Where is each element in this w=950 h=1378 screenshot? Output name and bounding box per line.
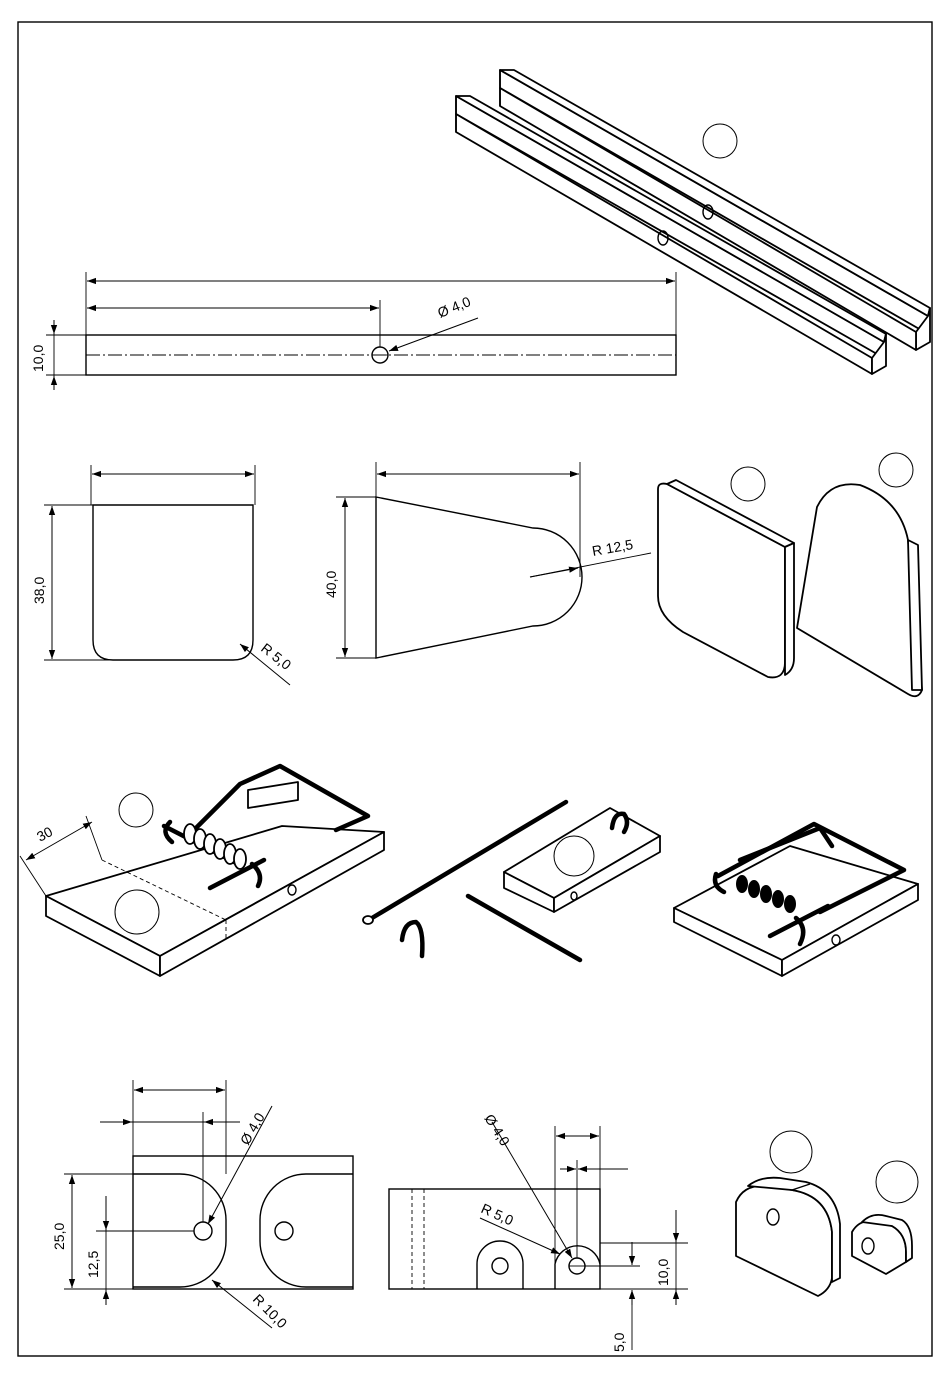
- rail-orthographic-view: Ø 4,0 10,0: [30, 272, 676, 390]
- block-orthographic-view: Ø 4,0 25,0 12,5 R 10,0: [51, 1080, 353, 1331]
- bracket-height-label: 10,0: [655, 1259, 671, 1286]
- rail-hole-label: Ø 4,0: [435, 293, 473, 321]
- lever-orthographic-view: 40,0 R 12,5: [323, 462, 651, 658]
- parts-number-bubble: [554, 836, 594, 876]
- plate-height-label: 38,0: [31, 577, 47, 604]
- plate-orthographic-view: 38,0 R 5,0: [31, 465, 295, 685]
- bracket-orthographic-view: Ø 4,0 R 5,0 10,0 5,0: [389, 1111, 688, 1352]
- block-height-label: 25,0: [51, 1223, 67, 1250]
- lever-radius-label: R 12,5: [591, 536, 635, 559]
- plates-isometric-view: [658, 453, 922, 696]
- block-bracket-isometric-view: [736, 1131, 918, 1296]
- exploded-parts-view: [363, 802, 660, 960]
- block-hole-label: Ø 4,0: [237, 1110, 268, 1148]
- bracket-number-bubble: [876, 1161, 918, 1203]
- plate-radius-label: R 5,0: [258, 640, 294, 673]
- block-number-bubble: [770, 1131, 812, 1173]
- assembly-number-bubble-upper: [119, 793, 153, 827]
- assembled-trap-isometric-view: [674, 824, 918, 976]
- block-radius-label: R 10,0: [250, 1291, 291, 1332]
- part-number-bubble: [703, 124, 737, 158]
- trap-offset-dimension: [26, 822, 92, 860]
- block-center-label: 12,5: [85, 1251, 101, 1278]
- block-hole-left: [194, 1222, 212, 1240]
- assembly-number-bubble-lower: [115, 890, 159, 934]
- lever-number-bubble: [879, 453, 913, 487]
- block-hole-right: [275, 1222, 293, 1240]
- lever-height-label: 40,0: [323, 571, 339, 598]
- bracket-radius-leader: [480, 1218, 560, 1254]
- plate-number-bubble: [731, 467, 765, 501]
- block-outline: [133, 1156, 353, 1289]
- rail-height-label: 10,0: [30, 345, 46, 372]
- lever-radius-leader: [530, 568, 578, 577]
- bracket-radius-label: R 5,0: [479, 1200, 516, 1228]
- plate-outline: [93, 505, 253, 660]
- lever-outline: [376, 497, 582, 658]
- bracket-offset-label: 5,0: [611, 1332, 627, 1352]
- trap-base-isometric-view: 30: [20, 766, 384, 976]
- rails-isometric-view: [456, 70, 930, 374]
- bracket-hole-label: Ø 4,0: [481, 1111, 513, 1149]
- trap-offset-label: 30: [34, 823, 55, 845]
